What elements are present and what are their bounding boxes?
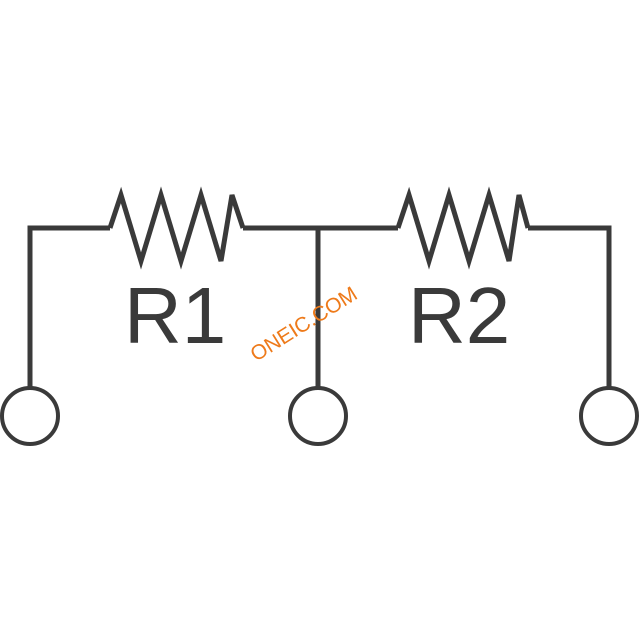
resistor-r1-label: R1 — [124, 271, 226, 360]
terminal-left — [0, 386, 60, 446]
resistor-r2-symbol — [395, 186, 531, 270]
resistor-r1-symbol — [107, 186, 246, 270]
terminal-center — [288, 386, 348, 446]
watermark-text: ONEIC.COM — [246, 282, 361, 366]
wire-right-lead — [528, 225, 612, 388]
terminal-right — [579, 386, 639, 446]
resistor-r2-label: R2 — [408, 271, 510, 360]
wire-left-lead — [27, 225, 110, 388]
